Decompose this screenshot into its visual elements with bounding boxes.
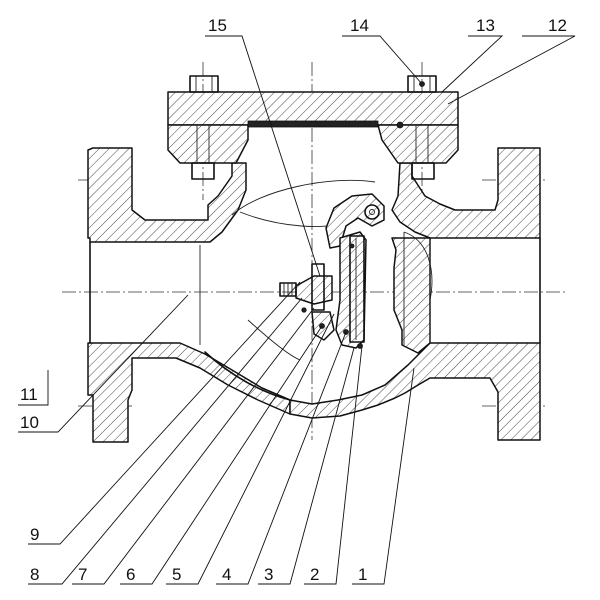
callout-11: 11 — [20, 385, 38, 404]
left-flange-upper — [87, 147, 247, 243]
callout-1: 1 — [358, 565, 367, 584]
bolt-right — [407, 75, 437, 180]
callout-8: 8 — [30, 565, 39, 584]
callout-10: 10 — [20, 413, 39, 432]
gasket — [247, 81, 425, 129]
swing-arm — [325, 193, 385, 249]
bolt-left — [189, 75, 219, 180]
cover — [167, 91, 459, 126]
seat-ring — [391, 237, 431, 354]
cover-lower-right — [377, 124, 459, 164]
right-flange-upper — [391, 147, 541, 239]
callout-4: 4 — [222, 565, 231, 584]
disc-assembly — [279, 193, 385, 349]
callout-6: 6 — [126, 565, 135, 584]
callout-15: 15 — [208, 16, 227, 35]
left-flange-lower — [87, 342, 291, 443]
valve-body — [87, 91, 541, 443]
leaders — [18, 35, 576, 585]
callout-7: 7 — [78, 565, 87, 584]
disc-nut — [295, 275, 333, 305]
callout-3: 3 — [264, 565, 273, 584]
callout-13: 13 — [476, 16, 495, 35]
callout-5: 5 — [172, 565, 181, 584]
callout-14: 14 — [350, 16, 369, 35]
callout-2: 2 — [310, 565, 319, 584]
cover-lower — [167, 124, 249, 164]
callout-labels: 15 14 13 12 11 10 9 8 7 6 5 4 3 2 1 — [20, 16, 567, 584]
disc — [335, 231, 367, 349]
callout-9: 9 — [30, 525, 39, 544]
right-flange-lower — [289, 342, 541, 441]
callout-12: 12 — [548, 16, 567, 35]
